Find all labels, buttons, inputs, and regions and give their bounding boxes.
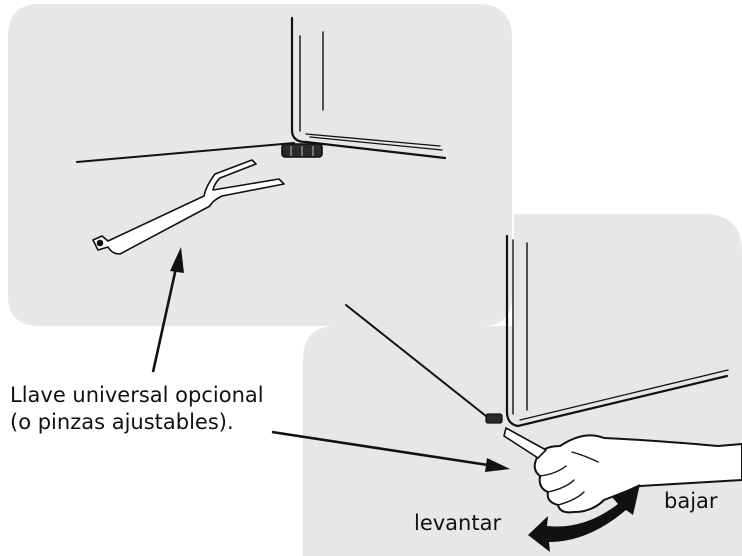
refrigerator-corner-bottom <box>345 234 729 428</box>
refrigerator-corner-top <box>76 16 447 163</box>
top-panel <box>8 4 512 326</box>
raise-label: levantar <box>414 511 502 535</box>
wrench-icon <box>92 159 285 255</box>
callout-line-1: Llave universal opcional <box>10 383 264 407</box>
double-arrow-icon <box>528 484 640 552</box>
leveling-foot <box>281 143 323 158</box>
callout-arrow-upper <box>151 247 184 373</box>
hand-icon <box>503 427 742 514</box>
leveling-foot-bottom <box>485 413 503 424</box>
callout-line-2: (o pinzas ajustables). <box>10 410 234 434</box>
wrench-callout-label: Llave universal opcional (o pinzas ajust… <box>10 382 264 436</box>
callout-arrow-lower <box>271 430 510 472</box>
lower-label: bajar <box>664 489 718 513</box>
